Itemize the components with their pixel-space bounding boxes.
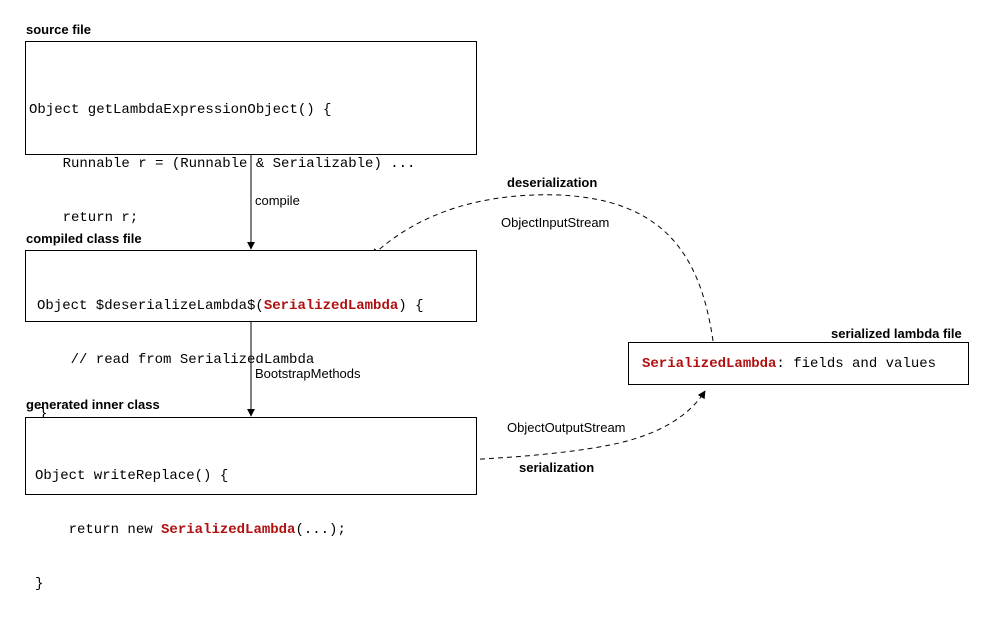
object-output-stream-label: ObjectOutputStream <box>507 420 626 435</box>
deserialization-label: deserialization <box>507 175 598 190</box>
deserialization-arrow <box>371 194 714 342</box>
serialized-lambda-keyword: SerializedLambda <box>161 522 296 538</box>
object-input-stream-label: ObjectInputStream <box>501 215 610 230</box>
serialized-lambda-keyword: SerializedLambda <box>263 298 399 314</box>
source-line-2: Runnable r = (Runnable & Serializable) .… <box>29 156 416 172</box>
inner-class-title: generated inner class <box>26 397 160 412</box>
serialized-file-box: SerializedLambda: fields and values <box>628 342 969 385</box>
source-file-box: Object getLambdaExpressionObject() { Run… <box>25 41 477 280</box>
inner-class-box: Object writeReplace() { return new Seria… <box>25 417 477 592</box>
serialized-lambda-keyword: SerializedLambda <box>642 356 777 372</box>
source-file-title: source file <box>26 22 92 37</box>
source-line-1: Object getLambdaExpressionObject() { <box>29 102 332 118</box>
serialized-file-title: serialized lambda file <box>831 326 962 341</box>
compiled-line-1: Object $deserializeLambda$(SerializedLam… <box>37 298 424 314</box>
serialized-content: SerializedLambda: fields and values <box>642 356 937 372</box>
serialization-label: serialization <box>519 460 595 475</box>
bootstrap-methods-label: BootstrapMethods <box>255 366 361 381</box>
inner-code: Object writeReplace() { return new Seria… <box>35 431 346 629</box>
compiled-class-box: Object $deserializeLambda$(SerializedLam… <box>25 250 477 422</box>
inner-line-3: } <box>35 576 44 592</box>
inner-line-2: return new SerializedLambda(...); <box>35 522 346 538</box>
compiled-class-title: compiled class file <box>26 231 142 246</box>
compiled-line-3: } <box>39 406 48 422</box>
source-code: Object getLambdaExpressionObject() { Run… <box>29 65 415 317</box>
compiled-line-2: // read from SerializedLambda <box>37 352 315 368</box>
compile-label: compile <box>255 193 300 208</box>
inner-line-1: Object writeReplace() { <box>35 468 229 484</box>
source-line-3: return r; <box>29 210 139 226</box>
compiled-code: Object $deserializeLambda$(SerializedLam… <box>37 261 423 459</box>
